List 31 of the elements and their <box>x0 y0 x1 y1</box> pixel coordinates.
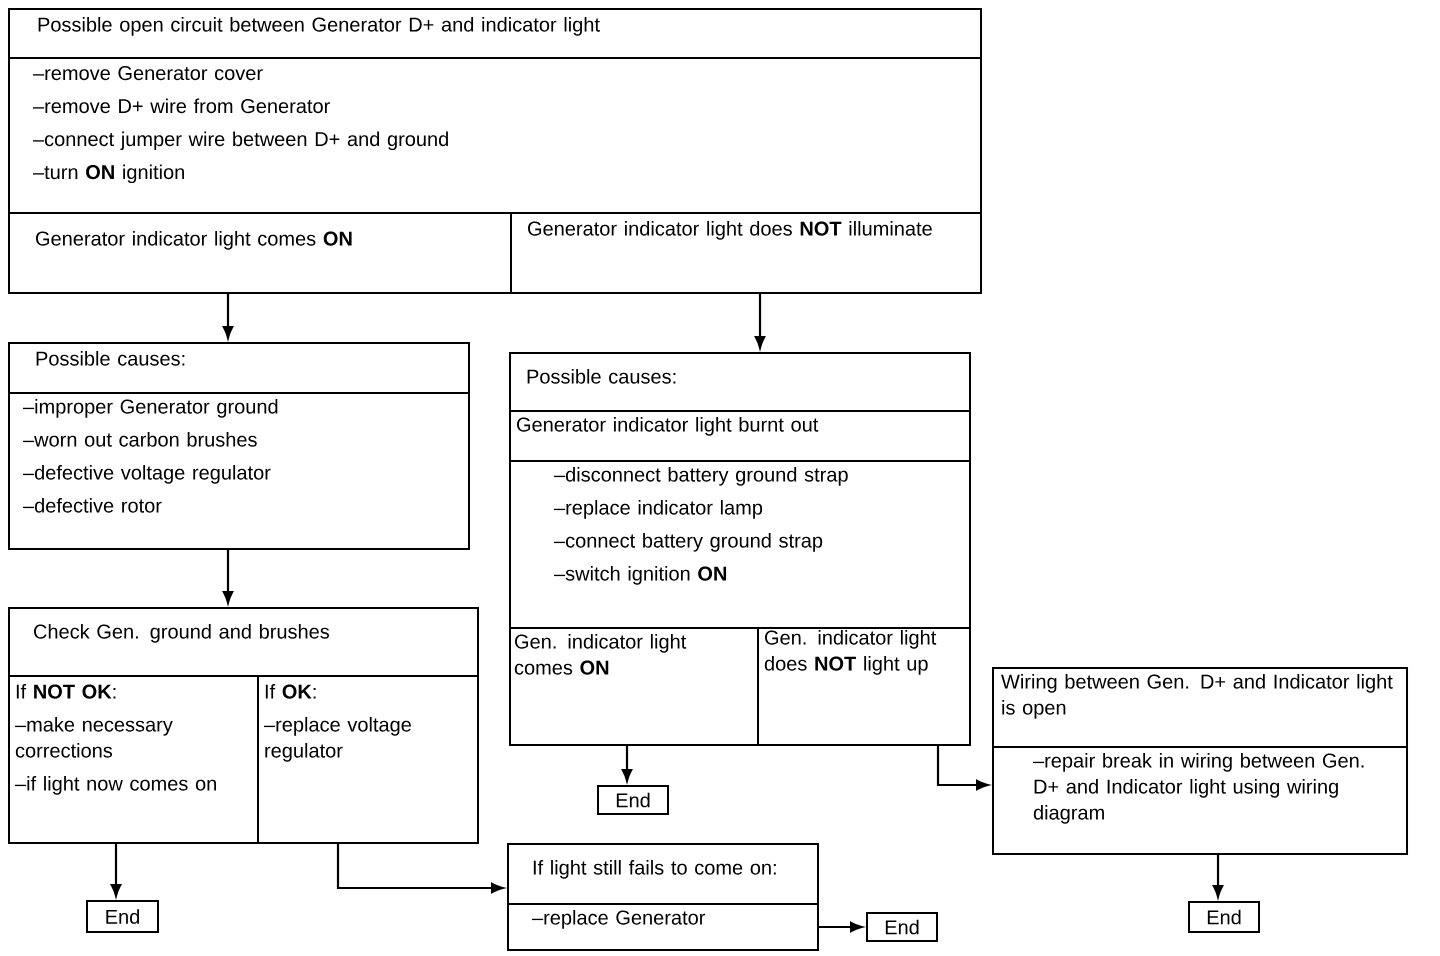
result-box: Generator indicator light comes ON <box>8 212 512 294</box>
header-box: Possible causes: <box>509 352 971 412</box>
end-box: End <box>597 785 669 815</box>
arrow <box>819 921 863 933</box>
header-box: Possible open circuit between Generator D+ and indicator light <box>8 8 982 59</box>
result-box: Gen. indicator light does NOT light up <box>757 627 971 746</box>
result-box: Generator indicator light does NOT illuminate <box>510 212 982 294</box>
result-box: If OK: –replace voltage regulator <box>257 675 479 844</box>
end-box: End <box>86 900 159 933</box>
header-box: Wiring between Gen. D+ and Indicator light is open <box>992 667 1408 748</box>
arrow <box>110 844 122 897</box>
cause-list-box: –improper Generator ground –worn out carbon brushes –defective voltage regulator –defective rotor <box>8 392 470 550</box>
header-box: Generator indicator light burnt out <box>509 410 971 462</box>
header-box: Check Gen. ground and brushes <box>8 607 479 677</box>
arrow <box>222 550 234 604</box>
step-list-box: –repair break in wiring between Gen. D+ and Indicator light using wiring diagram <box>992 746 1408 855</box>
arrow <box>336 844 504 894</box>
step-list-box: –disconnect battery ground strap –replace indicator lamp –connect battery ground strap –switch ignition ON <box>509 460 971 629</box>
arrow <box>936 746 989 791</box>
header-box: Possible causes: <box>8 342 470 394</box>
end-box: End <box>1188 901 1260 933</box>
arrow <box>621 746 633 782</box>
result-box: If NOT OK: –make necessary corrections –if light now comes on <box>8 675 259 844</box>
step-list-box: –replace Generator <box>507 903 819 951</box>
arrow <box>222 294 234 339</box>
result-box: Gen. indicator light comes ON <box>509 627 759 746</box>
end-box: End <box>866 912 938 942</box>
arrow <box>1212 855 1224 898</box>
step-list-box: –remove Generator cover –remove D+ wire from Generator –connect jumper wire between D+ and ground –turn ON ignition <box>8 57 982 214</box>
arrow <box>754 294 766 349</box>
header-box: If light still fails to come on: <box>507 843 819 905</box>
